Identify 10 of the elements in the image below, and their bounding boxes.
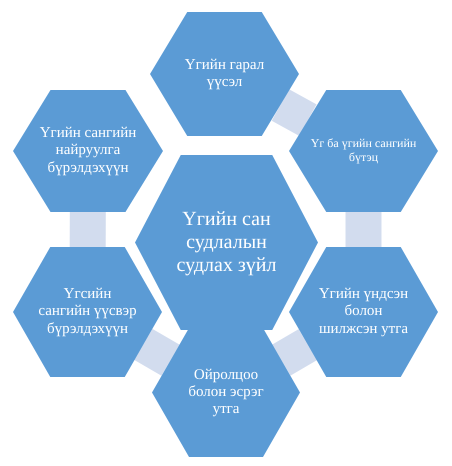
topic-text: Үг ба үгийн сангийн бүтэц — [310, 137, 418, 165]
topic-text: Үгийн үндсэн болон шилжсэн утга — [318, 286, 410, 338]
connector-band — [346, 212, 382, 247]
topic-text: Үгсийн сангийн үүсвэр бүрэлдэхүүн — [38, 286, 138, 338]
topic-text: Үгийн гарал үүсэл — [184, 56, 266, 92]
topic-text: Үгийн сан судлалын судлах зүйл — [176, 208, 278, 277]
connector-band — [272, 329, 317, 376]
topic-text: Ойролцоо болон эсрэг утга — [187, 366, 265, 418]
connector-band — [134, 328, 180, 376]
topic-text: Үгийн сангийн найруулга бүрэлдэхүүн — [38, 125, 138, 177]
